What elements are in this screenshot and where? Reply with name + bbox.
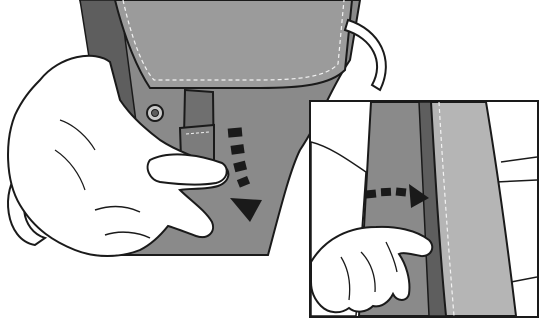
inset-detail — [309, 100, 539, 318]
screw-upper — [147, 105, 163, 121]
inset-scene — [311, 102, 537, 316]
inset-upholstery — [431, 102, 516, 316]
